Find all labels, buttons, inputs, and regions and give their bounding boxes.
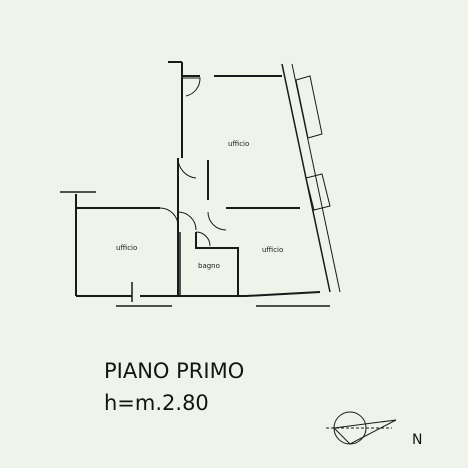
floor-height: h=m.2.80: [104, 391, 209, 415]
door-center-upper: [177, 157, 197, 179]
north-compass-icon: [326, 411, 397, 445]
room-label-uffici-top: ufficio: [228, 140, 249, 148]
door-center-lower: [177, 211, 197, 231]
window-1: [295, 75, 323, 139]
center-partition-3: [195, 232, 239, 296]
door-top: [182, 77, 201, 97]
door-left: [159, 207, 179, 227]
windows: [295, 75, 331, 211]
window-2: [305, 173, 331, 211]
room-label-bagno: bagno: [198, 262, 220, 270]
bottom-wall-right: [178, 291, 321, 297]
room-label-uffici-right: ufficio: [262, 246, 283, 254]
left-room-upper: [75, 194, 160, 209]
north-label: N: [412, 432, 422, 448]
top-wall: [168, 61, 282, 77]
door-bagno: [195, 231, 211, 247]
floor-name: PIANO PRIMO: [104, 359, 244, 383]
door-right: [207, 211, 227, 231]
room-label-uffici-left: ufficio: [116, 244, 137, 252]
slanted-wall-inner: [291, 63, 341, 293]
door-swings: [159, 77, 227, 247]
